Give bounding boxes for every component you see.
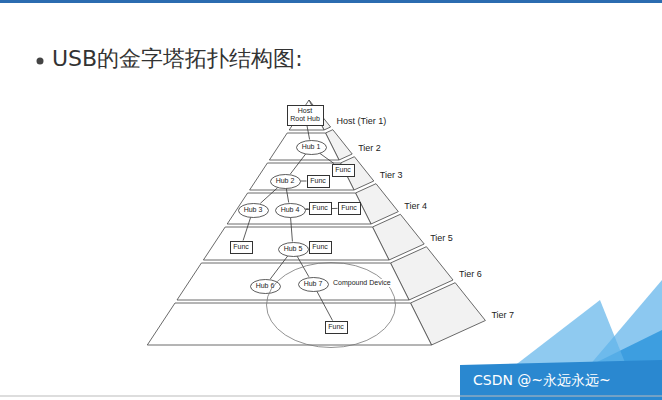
node-label: Func [312,204,328,212]
ellipse-shape [298,277,328,291]
header-line [0,0,662,3]
hub-ellipse: Hub 3 [238,203,269,218]
connector-line [307,126,310,140]
node-label: Hub 3 [244,206,263,214]
tier-label: Tier 3 [379,170,404,180]
ellipse-shape [275,203,305,217]
ellipse-outline [266,262,396,348]
hub-ellipse: Hub 6 [250,279,281,294]
tier-front-face [177,263,409,300]
function-box: Func [230,241,253,254]
ellipse-shape [278,242,308,256]
node-label: Hub 2 [276,177,295,185]
function-box: Func [338,202,361,215]
hub-ellipse: Hub 7 [298,277,329,292]
function-box: Func [307,175,330,188]
ellipse-shape [267,263,396,348]
tier-front-face [203,227,389,260]
tier-label: Tier 7 [490,310,515,320]
ellipse-shape [270,174,300,188]
node-label: Func [310,177,326,185]
node-label: Hub 4 [281,206,300,214]
node-label: Hub 5 [284,245,303,253]
footer-line [0,396,662,397]
host-box: HostRoot Hub [287,105,324,126]
tier-front-face [227,193,371,224]
node-label: Func [335,166,351,174]
tier-label: Tier 4 [403,201,428,211]
slide-title: USB的金字塔拓扑结构图: [52,44,303,74]
ellipse-shape [296,140,326,154]
node-label: Func [341,204,357,212]
connector-line [243,217,250,240]
node-label: Hub 7 [304,280,323,288]
hub-ellipse: Hub 1 [296,140,327,155]
function-box: Func [309,202,332,215]
connector-line [260,188,277,204]
node-label: Func [328,323,344,331]
connector-line [291,217,293,241]
tier-front-face [250,163,354,190]
connector-line [290,154,305,174]
node-label: Func [312,243,328,251]
node-label: Root Hub [290,115,320,123]
tier-label: Tier 5 [429,233,454,243]
connector-line [317,291,333,320]
ellipse-shape [238,203,268,217]
ellipse-shape [250,279,280,293]
tier-label: Tier 6 [458,269,483,279]
connector-line [320,153,334,163]
function-box: Func [309,241,332,254]
hub-ellipse: Hub 5 [278,242,309,257]
node-label: Host [298,107,312,115]
compound-device-ellipse: Compound Device Hub 7 Func [266,262,396,348]
hub-ellipse: Hub 2 [270,174,301,189]
function-box: Func [332,164,355,177]
watermark: CSDN @~永远永远~ [472,372,612,390]
node-label: Func [233,243,249,251]
bullet-dot [37,58,44,65]
node-label: Hub 1 [302,143,321,151]
corner-band [460,360,662,400]
tier-label: Host (Tier 1) [336,116,388,126]
function-box: Func [325,321,348,334]
group-label: Compound Device [332,279,392,287]
tier-label: Tier 2 [357,143,382,153]
hub-ellipse: Hub 4 [275,203,306,218]
connector-line [286,188,288,202]
